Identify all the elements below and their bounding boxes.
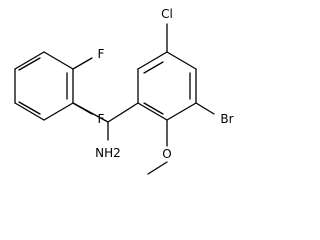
oxygen-label: O bbox=[162, 147, 171, 161]
double-bond-inner bbox=[18, 57, 41, 71]
bond-c-br bbox=[195, 102, 215, 115]
chlorine-label: Cl bbox=[161, 7, 173, 21]
bond bbox=[14, 51, 45, 70]
bond bbox=[137, 51, 168, 70]
double-bond-inner bbox=[18, 101, 41, 115]
bond-o-ch3 bbox=[147, 161, 168, 175]
bond-c-f-top bbox=[72, 57, 93, 70]
double-bond-inner bbox=[143, 61, 164, 74]
fluorine-top-label: F bbox=[98, 47, 105, 61]
bromine-label: Br bbox=[220, 112, 233, 126]
bond bbox=[43, 102, 74, 121]
chemical-structure: F F Cl Br NH2 O bbox=[14, 7, 234, 175]
bond bbox=[166, 102, 197, 121]
bond-ring-to-ch bbox=[72, 102, 109, 123]
fluorine-bottom-label: F bbox=[98, 112, 105, 126]
chlorobromomethoxyphenyl-ring bbox=[137, 51, 197, 121]
amine-label: NH2 bbox=[95, 146, 121, 160]
bond bbox=[166, 51, 197, 70]
bond bbox=[43, 51, 74, 70]
difluorophenyl-ring bbox=[14, 51, 74, 121]
bond bbox=[14, 102, 45, 121]
bond bbox=[137, 102, 168, 121]
bond-ch-to-ring bbox=[107, 102, 139, 123]
double-bond-inner bbox=[143, 102, 164, 115]
